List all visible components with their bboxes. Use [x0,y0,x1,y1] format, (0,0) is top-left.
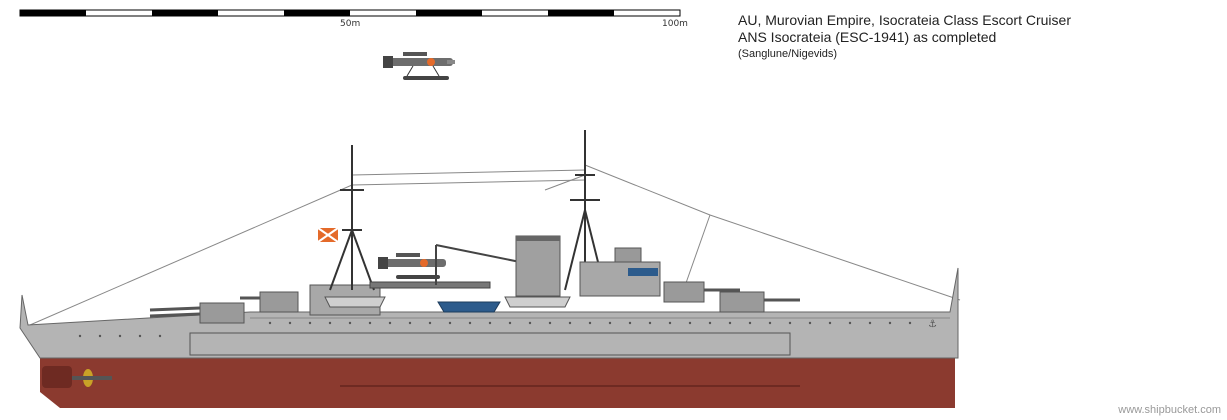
funnel [515,235,561,297]
propeller [42,366,112,388]
seaplane-flying [383,52,455,80]
title-block: AU, Murovian Empire, Isocrateia Class Es… [738,12,1071,62]
boat-right [504,296,571,308]
boat-left [324,296,386,308]
bridge [579,247,661,297]
bow-anchor-icon: ⚓ [928,319,937,330]
scale-bar [19,9,681,17]
title-line-2: ANS Isocrateia (ESC-1941) as completed [738,29,997,45]
hull-underwater [40,358,955,408]
rigging [29,164,961,326]
boat-blue [437,301,501,313]
ensign-flag [317,227,339,243]
scale-label-100: 100m [662,19,688,29]
catapult [369,281,491,289]
portholes [78,321,912,338]
main-mast [329,145,375,291]
scale-label-50: 50m [340,19,361,29]
aft-turret [149,291,299,324]
seaplane-catapult [378,253,446,279]
watermark: www.shipbucket.com [1118,404,1221,416]
credit-line: (Sanglune/Nigevids) [738,48,838,60]
forward-turrets [663,281,800,313]
hull-upper [19,267,959,359]
title-line-1: AU, Murovian Empire, Isocrateia Class Es… [738,12,1071,28]
crane [435,244,521,285]
